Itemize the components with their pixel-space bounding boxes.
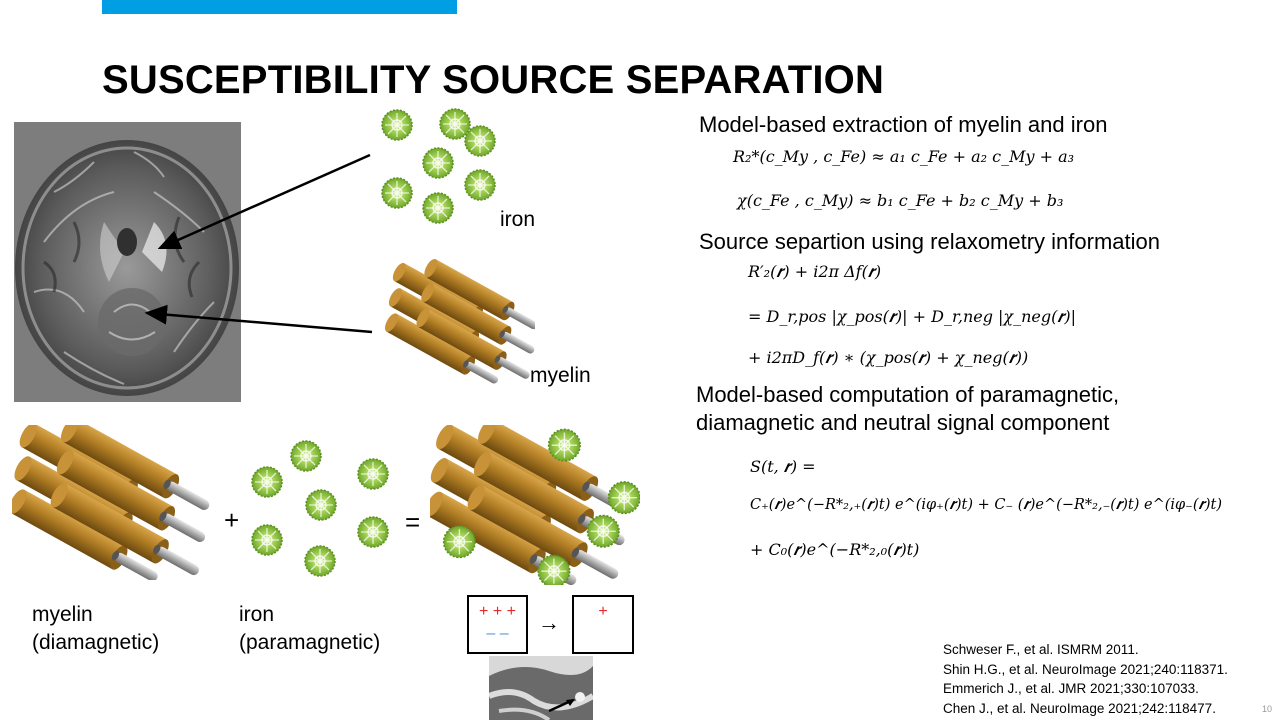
combined-bundle bbox=[430, 425, 640, 585]
equation-signal-neutral: + C₀(𝒓)e^(−R*₂,₀(𝒓)t) bbox=[750, 540, 920, 559]
negative-charges: – – bbox=[486, 625, 509, 642]
section-heading-extraction: Model-based extraction of myelin and iro… bbox=[699, 112, 1108, 137]
references-list: Schweser F., et al. ISMRM 2011. Shin H.G… bbox=[943, 640, 1228, 718]
equation-r2-star: R₂*(c_My , c_Fe) ≈ a₁ c_Fe + a₂ c_My + a… bbox=[733, 147, 1075, 166]
reference-item: Emmerich J., et al. JMR 2021;330:107033. bbox=[943, 681, 1199, 696]
myelin-bundle-top bbox=[385, 258, 535, 388]
myelin-caption: myelin (diamagnetic) bbox=[32, 603, 160, 654]
lesion-mri-inset bbox=[489, 656, 593, 720]
section-heading-computation: Model-based computation of paramagnetic,… bbox=[696, 382, 1120, 435]
myelin-bundle-bottom bbox=[12, 425, 222, 580]
myelin-label: myelin bbox=[530, 364, 591, 387]
slide-title: SUSCEPTIBILITY SOURCE SEPARATION bbox=[102, 58, 885, 102]
section-heading-separation: Source separtion using relaxometry infor… bbox=[699, 229, 1161, 254]
equation-signal-components: C₊(𝒓)e^(−R*₂,₊(𝒓)t) e^(iφ₊(𝒓)t) + C₋ (𝒓)… bbox=[750, 497, 1223, 513]
charge-box-before: + + + – – bbox=[467, 595, 528, 654]
plus-sign: + bbox=[224, 505, 240, 535]
positive-charges: + + + bbox=[479, 603, 516, 620]
net-positive-charge: + bbox=[598, 603, 608, 620]
iron-caption: iron (paramagnetic) bbox=[239, 603, 381, 654]
iron-cluster-top bbox=[372, 105, 502, 230]
equation-signal: S(t, 𝒓) = bbox=[750, 457, 816, 476]
brain-mri-image bbox=[14, 122, 241, 402]
reference-item: Shin H.G., et al. NeuroImage 2021;240:11… bbox=[943, 661, 1228, 677]
transform-arrow: → bbox=[538, 610, 560, 635]
equation-d-pos-neg: = D_r,pos |χ_pos(𝒓)| + D_r,neg |χ_neg(𝒓)… bbox=[748, 307, 1077, 326]
equals-sign: = bbox=[405, 507, 421, 537]
equation-d-f: + i2πD_f(𝒓) ∗ (χ_pos(𝒓) + χ_neg(𝒓)) bbox=[748, 348, 1029, 367]
reference-item: Schweser F., et al. ISMRM 2011. bbox=[943, 642, 1139, 657]
top-accent-bar bbox=[102, 0, 457, 14]
iron-cluster-bottom bbox=[243, 437, 398, 582]
iron-label: iron bbox=[500, 208, 536, 231]
charge-box-after: + bbox=[572, 595, 634, 654]
reference-item: Chen J., et al. NeuroImage 2021;242:1184… bbox=[943, 700, 1216, 716]
page-number: 10 bbox=[1261, 704, 1272, 714]
equation-chi: χ(c_Fe , c_My) ≈ b₁ c_Fe + b₂ c_My + b₃ bbox=[737, 191, 1064, 210]
equation-r2-prime: R′₂(𝒓) + i2π Δf(𝒓) bbox=[748, 262, 882, 281]
